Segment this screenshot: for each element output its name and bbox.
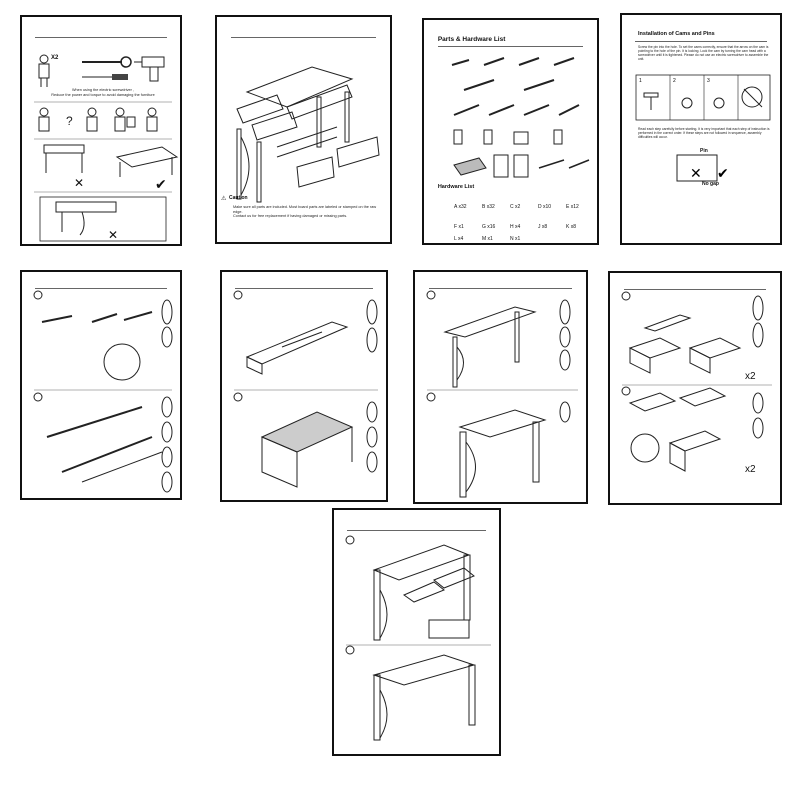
step-3-4-illustration bbox=[233, 290, 378, 488]
step-9-10-illustration bbox=[345, 535, 491, 741]
hardware-item: F x1 bbox=[454, 224, 464, 230]
svg-text:?: ? bbox=[66, 114, 73, 128]
hardware-item: D x10 bbox=[538, 204, 552, 210]
manual-page-1: ? ✕ ✔ ✕ X2 When using the electric screw… bbox=[20, 15, 182, 246]
multiplier-label: x2 bbox=[745, 371, 756, 382]
caution-label: Caution bbox=[229, 195, 248, 201]
page-rule bbox=[623, 289, 767, 290]
parts-illustration bbox=[451, 57, 590, 178]
page-rule bbox=[34, 37, 168, 38]
no-gap-label: No gap bbox=[702, 181, 719, 187]
hardware-item: K x8 bbox=[566, 224, 577, 230]
svg-text:⚠: ⚠ bbox=[221, 195, 227, 202]
read-carefully-paragraph: Read each step carefully before starting… bbox=[638, 127, 770, 139]
manual-page-8: x2 x2 bbox=[608, 271, 782, 505]
hardware-item: C x2 bbox=[510, 204, 521, 210]
exploded-view-illustration: ⚠ bbox=[221, 66, 380, 203]
parts-note-line-2: Contact us for free replacement if havin… bbox=[233, 214, 348, 218]
hardware-item: E x12 bbox=[566, 204, 579, 210]
hardware-list-title: Hardware List bbox=[437, 184, 475, 190]
svg-text:✕: ✕ bbox=[108, 228, 118, 242]
page-rule bbox=[230, 37, 377, 38]
manual-page-3: Parts & Hardware List Hardware List A x3… bbox=[422, 18, 599, 245]
cam-steps-illustration: 1 2 3 ✕ ✔ bbox=[635, 74, 771, 182]
parts-note-line-1: Make sure all parts are included. Most b… bbox=[233, 205, 377, 214]
svg-text:2: 2 bbox=[673, 78, 676, 84]
hardware-item: J x8 bbox=[538, 224, 548, 230]
svg-text:1: 1 bbox=[639, 78, 642, 84]
svg-text:✔: ✔ bbox=[155, 177, 167, 193]
quantity-label: X2 bbox=[51, 55, 59, 61]
hardware-item: G x16 bbox=[482, 224, 496, 230]
step-5-6-illustration bbox=[426, 290, 578, 498]
svg-text:✕: ✕ bbox=[74, 176, 84, 190]
screwdriver-tip-line-1: When using the electric screwdriver , bbox=[71, 88, 135, 92]
manual-page-5 bbox=[20, 270, 182, 500]
pin-label: Pin bbox=[700, 148, 708, 154]
multiplier-label: x2 bbox=[745, 464, 756, 475]
manual-page-4: Installation of Cams and Pins Screw the … bbox=[620, 13, 782, 245]
parts-list-title: Parts & Hardware List bbox=[437, 36, 506, 43]
page-rule bbox=[34, 288, 168, 289]
hardware-item: L x4 bbox=[454, 236, 464, 242]
cams-instruction-paragraph: Screw the pin into the hole. To set the … bbox=[638, 45, 769, 61]
manual-page-7 bbox=[413, 270, 588, 504]
hardware-item: H x4 bbox=[510, 224, 521, 230]
svg-text:✕: ✕ bbox=[690, 165, 702, 181]
manual-page-2: ⚠ Caution Make sure all parts are includ… bbox=[215, 15, 392, 244]
manual-page-6 bbox=[220, 270, 388, 502]
page-rule bbox=[437, 46, 584, 47]
page-rule bbox=[347, 530, 486, 531]
hardware-item: B x32 bbox=[482, 204, 495, 210]
screwdriver-tip-line-2: Reduce the power and torque to avoid dam… bbox=[51, 93, 155, 97]
manual-page-9 bbox=[332, 508, 501, 756]
svg-text:✔: ✔ bbox=[717, 166, 729, 182]
hardware-item: A x32 bbox=[454, 204, 467, 210]
cams-pins-title: Installation of Cams and Pins bbox=[638, 31, 715, 37]
hardware-item: M x1 bbox=[482, 236, 493, 242]
tools-illustration: ? ✕ ✔ ✕ bbox=[34, 54, 179, 242]
page-rule bbox=[634, 41, 768, 42]
step-1-2-illustration bbox=[33, 290, 173, 493]
page-rule bbox=[428, 288, 573, 289]
svg-text:3: 3 bbox=[707, 78, 710, 84]
page-rule bbox=[235, 288, 373, 289]
hardware-item: N x1 bbox=[510, 236, 521, 242]
step-7-8-illustration bbox=[621, 291, 772, 472]
